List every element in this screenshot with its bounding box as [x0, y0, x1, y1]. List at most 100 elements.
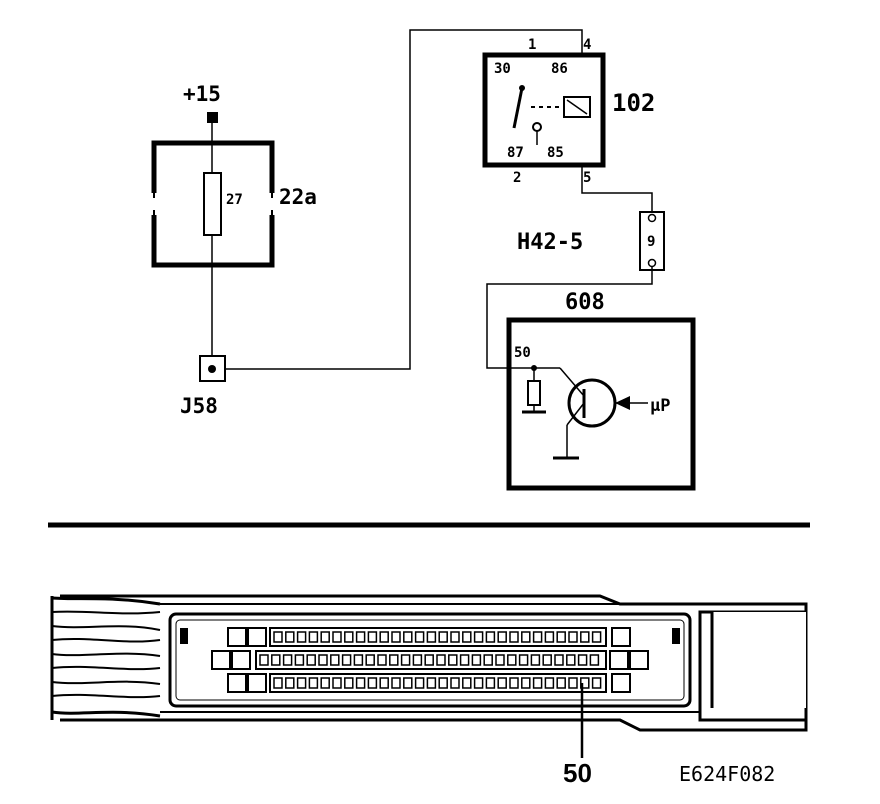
relay-terminal-86: 86 — [551, 61, 568, 77]
plug-pin-cell — [473, 631, 484, 643]
plug-drawing — [50, 594, 808, 732]
relay-pin-4: 4 — [583, 37, 591, 53]
plug-pin-cell — [450, 677, 460, 689]
plug-pin-cell — [412, 654, 423, 666]
relay-pin-5: 5 — [583, 170, 591, 186]
plug-pin-cell — [509, 677, 519, 689]
plug-pin-cell — [355, 631, 366, 643]
ecu-resistor — [527, 380, 541, 406]
ecu-box — [506, 317, 696, 491]
plug-pin-cell — [438, 677, 448, 689]
plug-pin-cell — [462, 631, 472, 643]
plug-pin-cell — [341, 654, 352, 666]
plug-pin-cell — [344, 631, 354, 643]
plug-pin-cell — [556, 631, 566, 643]
plug-pin-cell — [462, 677, 472, 689]
plug-pin-cell — [282, 654, 293, 666]
plug-pin-cell — [353, 654, 364, 666]
relay-pin-2: 2 — [513, 170, 521, 186]
plug-pin-cell — [400, 654, 411, 666]
plug-pin-cell — [495, 654, 505, 666]
plug-pin-cell — [589, 654, 600, 666]
plug-pin-cell — [591, 631, 602, 643]
plug-pin-cell — [568, 677, 578, 689]
plug-pin-cell — [273, 677, 283, 689]
plug-pin-cell — [294, 654, 305, 666]
plug-pin-cell — [403, 677, 413, 689]
fuse-ref: 22a — [279, 185, 317, 209]
plug-pin-cell — [530, 654, 541, 666]
plug-pin-cell — [568, 631, 578, 643]
plug-pin-cell — [497, 631, 507, 643]
plug-pin-cell — [367, 677, 378, 689]
wire-relay-connector — [581, 165, 653, 214]
relay-terminal-30: 30 — [494, 61, 511, 77]
plug-pin-cell — [296, 677, 307, 689]
plug-pin-cell — [344, 677, 354, 689]
plug-pin-cell — [308, 677, 319, 689]
plug-pin-cell — [532, 677, 543, 689]
plug-pin-cell — [308, 631, 319, 643]
relay-terminal-85: 85 — [547, 145, 564, 161]
plug-pin-cell — [450, 631, 460, 643]
plug-pin-cell — [485, 631, 496, 643]
plug-pin-cell — [438, 631, 448, 643]
plug-pin-cell — [518, 654, 529, 666]
plug-pin-cell — [414, 677, 425, 689]
plug-pin-cell — [483, 654, 493, 666]
ecu-pin: 50 — [514, 345, 531, 361]
plug-pin-cell — [448, 654, 458, 666]
plug-pin-cell — [566, 654, 576, 666]
ecu-arrow-icon — [615, 396, 630, 410]
connector-pin: 9 — [647, 234, 655, 250]
plug-pin-cell — [365, 654, 375, 666]
fuse-value: 27 — [226, 192, 243, 208]
wire-connector-ecu — [486, 266, 653, 369]
relay-terminal-87: 87 — [507, 145, 524, 161]
plug-pin-cell — [424, 654, 434, 666]
plug-pointer-label: 50 — [563, 758, 592, 788]
plug-pin-cell — [296, 631, 307, 643]
plug-pin-cell — [367, 631, 378, 643]
plug-pin-cell — [521, 677, 531, 689]
plug-pin-cell — [285, 677, 295, 689]
plug-pin-cell — [379, 677, 389, 689]
relay-switch-arm — [512, 87, 524, 129]
plug-pin-cell — [330, 654, 340, 666]
plug-pin-cell — [259, 654, 269, 666]
plug-pin-cell — [509, 631, 519, 643]
plug-pin-cell — [332, 677, 342, 689]
plug-pin-cell — [591, 677, 602, 689]
plug-pin-cell — [473, 677, 484, 689]
fuse-element — [203, 172, 222, 236]
plug-pin-cell — [542, 654, 552, 666]
plug-pin-cell — [554, 654, 564, 666]
ecu-ref: 608 — [565, 290, 605, 315]
plug-pin-cell — [580, 631, 590, 643]
plug-pin-cell — [485, 677, 496, 689]
figure-code: E624F082 — [679, 762, 775, 786]
junction-ref: J58 — [180, 394, 218, 418]
plug-pin-cell — [414, 631, 425, 643]
plug-pin-cell — [426, 677, 437, 689]
plug-pin-cell — [391, 677, 401, 689]
relay-pin-1: 1 — [528, 37, 536, 53]
plug-pin-cell — [544, 631, 555, 643]
plug-pin-cell — [306, 654, 316, 666]
relay-ref: 102 — [612, 89, 655, 117]
plug-pin-cell — [507, 654, 517, 666]
plug-pin-cell — [273, 631, 283, 643]
plug-pin-cell — [377, 654, 387, 666]
plug-pin-cell — [403, 631, 413, 643]
plug-pin-cell — [426, 631, 437, 643]
junction-node — [208, 365, 216, 373]
plug-pin-cell — [320, 677, 330, 689]
plug-pin-cell — [318, 654, 328, 666]
wire-j58-relay — [225, 29, 583, 370]
plug-pin-cell — [459, 654, 470, 666]
plug-pin-cell — [471, 654, 482, 666]
plug-pin-cell — [497, 677, 507, 689]
plug-pin-cell — [332, 631, 342, 643]
plug-pin-cell — [532, 631, 543, 643]
supply-label: +15 — [183, 82, 221, 106]
